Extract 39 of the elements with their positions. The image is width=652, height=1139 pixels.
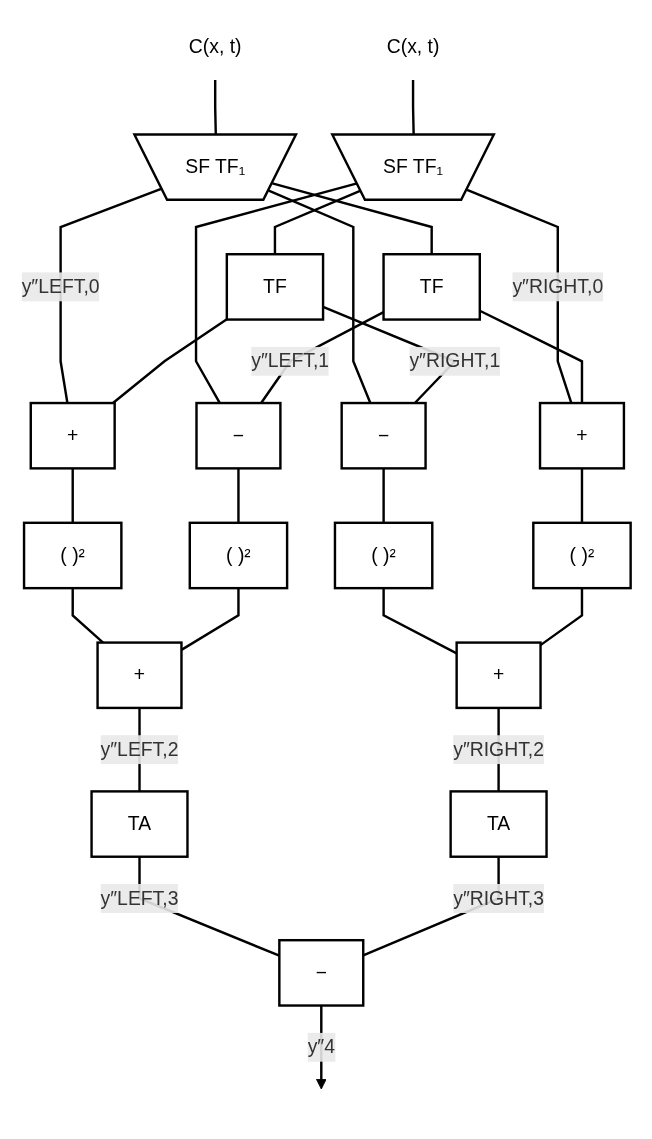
node-box: TF bbox=[225, 252, 325, 321]
edge-label: y″LEFT,2 bbox=[100, 738, 179, 759]
connector bbox=[479, 309, 584, 403]
node-box: + bbox=[29, 401, 116, 470]
connector bbox=[382, 467, 385, 523]
edge-label: y″RIGHT,1 bbox=[409, 349, 501, 371]
connector bbox=[580, 467, 584, 523]
node-text: C(x, t) bbox=[188, 35, 242, 57]
connector bbox=[268, 189, 372, 403]
node-box: TA bbox=[90, 789, 189, 858]
node-text: C(x, t) bbox=[386, 35, 440, 57]
node-box: TF bbox=[382, 252, 481, 321]
node-box: + bbox=[96, 640, 183, 709]
node-box: − bbox=[278, 938, 365, 1007]
node-box: − bbox=[340, 401, 427, 470]
node-box: ( )² bbox=[531, 521, 632, 589]
node-box: + bbox=[455, 640, 542, 709]
edge-label: y″LEFT,1 bbox=[251, 349, 329, 371]
connector bbox=[466, 188, 573, 403]
node-box: ( )² bbox=[22, 521, 123, 589]
connector bbox=[271, 181, 433, 254]
node-box: TA bbox=[449, 789, 548, 858]
node-box: ( )² bbox=[333, 521, 434, 589]
connector bbox=[273, 189, 361, 254]
connector bbox=[237, 467, 240, 523]
node-box: − bbox=[195, 401, 282, 470]
connector bbox=[59, 187, 163, 403]
edge-label: y″LEFT,0 bbox=[21, 275, 100, 297]
node-box: + bbox=[538, 401, 625, 470]
edge-label: y″LEFT,3 bbox=[100, 887, 179, 908]
edge-label: y″RIGHT,2 bbox=[453, 738, 544, 759]
edge-label: y″RIGHT,0 bbox=[512, 275, 603, 297]
node-box: ( )² bbox=[188, 521, 289, 589]
connector bbox=[71, 467, 74, 523]
edge-label: y″RIGHT,3 bbox=[453, 887, 544, 908]
connector bbox=[71, 587, 104, 643]
connector bbox=[112, 317, 228, 404]
connector bbox=[539, 587, 584, 646]
edge-label: y″4 bbox=[307, 1035, 335, 1057]
